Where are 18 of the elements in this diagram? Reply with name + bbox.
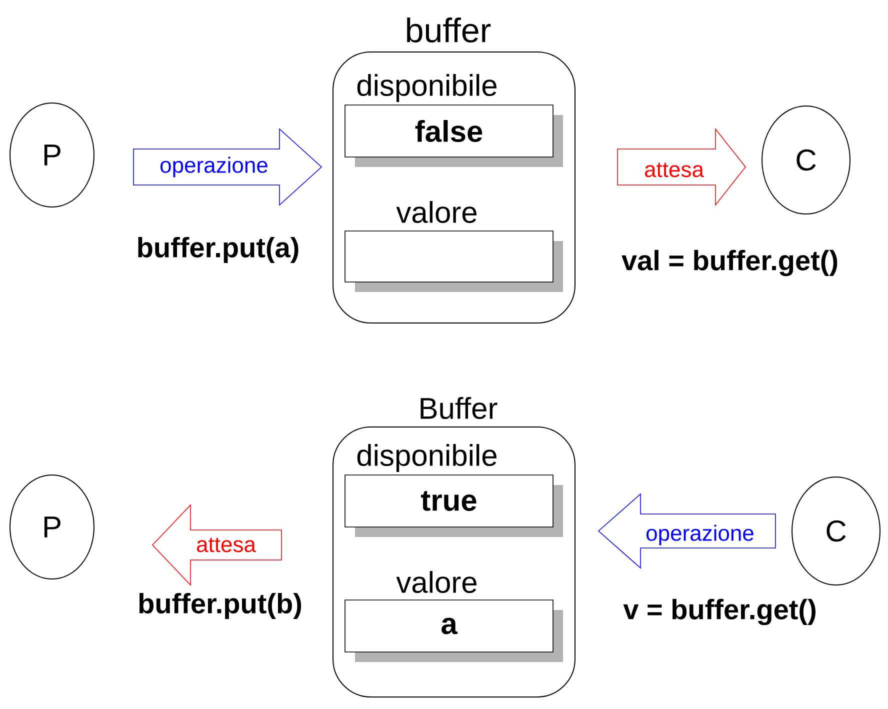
edge-label: attesa [643, 162, 705, 178]
value-box [344, 230, 563, 292]
code-label: buffer.put(b) [139, 592, 302, 620]
value-box: a [344, 600, 563, 662]
code-label: v = buffer.get() [623, 598, 816, 626]
edge-label: attesa [195, 536, 257, 554]
circle-node: C [792, 476, 880, 586]
node-label: buffer [407, 18, 491, 42]
value-box: true [344, 474, 563, 537]
value-box: false [344, 104, 563, 167]
edge-label: operazione [158, 156, 270, 178]
circle-node: C [762, 106, 851, 214]
circle-node: P [10, 102, 94, 208]
edge-label: operazione [644, 524, 756, 546]
code-label: buffer.put(a) [138, 236, 298, 264]
circle-node: P [10, 474, 94, 580]
code-label: val = buffer.get() [622, 250, 838, 276]
node-label: Buffer [420, 397, 498, 420]
